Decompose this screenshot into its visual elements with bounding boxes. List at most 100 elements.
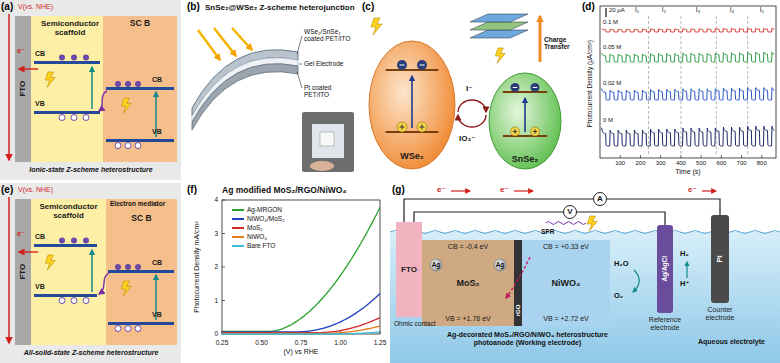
semiconductor-scaffold: Semiconductor scaffold <box>31 199 106 345</box>
node-text: FTO <box>18 264 27 280</box>
hole <box>135 326 141 332</box>
oval-shape <box>369 41 455 169</box>
leader-line <box>299 64 302 65</box>
band-label: VB <box>35 100 51 108</box>
panel-ground <box>0 183 181 363</box>
legend-text: Bare FTO <box>247 242 275 249</box>
tick-label: 600 <box>712 160 730 167</box>
charge-label: e⁻ <box>437 185 449 194</box>
tick-mark <box>701 155 702 158</box>
electron-flow <box>19 251 38 252</box>
part-label: Ag <box>429 261 443 268</box>
series-label: I₃ <box>693 6 703 13</box>
legend-text: MoS₂ <box>247 224 263 231</box>
axis-title: Photocurrent Density (μA/cm²) <box>586 24 593 144</box>
panel-ground <box>0 0 181 180</box>
band-label: VB <box>35 283 51 291</box>
panel-title: SnSe₂@WSe₂ Z-scheme heterojunction <box>205 3 360 12</box>
part-label: Electron mediator <box>110 200 176 207</box>
band-edge <box>106 139 174 142</box>
device-photo <box>310 161 334 171</box>
panel-letter: (a) <box>1 1 17 13</box>
hole <box>59 115 65 121</box>
plus-sign <box>402 125 403 130</box>
recombination-arrow <box>99 273 109 294</box>
charge-label: e⁻ <box>688 185 700 194</box>
tick-mark <box>222 200 225 201</box>
axis-title: Photocurrent Density mA/cm² <box>193 202 201 332</box>
arrow-label: Charge Transfer <box>544 36 580 51</box>
reaction-arrow <box>633 270 639 292</box>
potential-axis <box>8 14 10 160</box>
part-label: Pt coated PET/ITO <box>304 84 358 99</box>
tick-label: 100 <box>611 160 629 167</box>
band-label: VB <box>152 128 168 136</box>
legend-swatch <box>232 236 244 238</box>
semiconductor-b: SC B <box>106 199 177 345</box>
panel-caption: Ag-decorated MoS₂/RGO/NiWO₄ heterostruct… <box>440 331 615 347</box>
panel-caption: Ionic-state Z-scheme heterostructure <box>2 166 180 174</box>
redox-arrow <box>458 100 486 112</box>
node-text: SnSe₂ <box>512 154 539 164</box>
recombination-arrow <box>99 91 107 111</box>
node-text: FTO <box>401 265 417 274</box>
device-layer <box>192 64 298 130</box>
light-bolt <box>121 281 131 296</box>
series-label: I₅ <box>757 6 767 13</box>
electron <box>397 60 407 70</box>
light-ray <box>198 30 220 60</box>
excitation-arrow <box>91 67 93 109</box>
tick-label: 500 <box>692 160 710 167</box>
tick-mark <box>680 155 681 158</box>
tick-mark <box>620 155 621 158</box>
node-text: CB = +0.33 eV <box>543 243 589 251</box>
fto-layer: FTO <box>15 16 31 162</box>
electron <box>83 55 89 61</box>
fto-layer: FTO <box>15 199 31 345</box>
tick-mark <box>660 155 661 158</box>
electron <box>531 83 540 92</box>
tick-mark <box>640 155 641 158</box>
device-photo <box>312 124 344 158</box>
tick-mark <box>222 233 225 234</box>
legend-text: NiWO₄ <box>247 233 267 240</box>
tick-mark <box>721 155 722 158</box>
mos2-layer: CB = -0.4 eVMoS₂VB = +1.78 eV <box>422 240 514 326</box>
node-text: Semiconductor scaffold <box>31 19 109 37</box>
potential-axis <box>8 197 10 343</box>
electron <box>135 81 141 87</box>
photocurrent-trace <box>602 52 775 62</box>
series-label: I₁ <box>632 6 642 13</box>
series-label: 0.1 M <box>603 19 633 26</box>
photocurrent-trace <box>602 126 775 146</box>
electrode-rod: Ag/AgCl <box>657 225 673 313</box>
species-label: H₂O <box>614 260 636 269</box>
svg-definition <box>19 55 174 149</box>
circuit-wire <box>404 199 720 222</box>
band-edge <box>108 270 174 273</box>
band-label: CB <box>152 76 168 84</box>
part-label: Ohmic contact <box>394 320 436 327</box>
hole <box>397 122 407 132</box>
oval-shape <box>489 73 561 169</box>
plus-sign <box>535 129 536 134</box>
light-ray <box>214 28 236 56</box>
legend-row: NiWO₄/MoS₂ <box>232 215 285 222</box>
hole <box>115 326 121 332</box>
fto-electrode: FTO <box>396 222 422 317</box>
scale-label: 20 μA <box>609 7 635 14</box>
section-divider <box>648 16 649 156</box>
legend-swatch <box>232 218 244 220</box>
axis-title: V(vs. NHE) <box>18 186 78 194</box>
series-label: I₂ <box>659 6 669 13</box>
electron <box>71 55 77 61</box>
panel-letter: (e) <box>1 184 17 196</box>
part-label: rGO <box>515 300 522 320</box>
species-label: O₂ <box>614 292 630 301</box>
scale-bar <box>605 8 606 17</box>
electron <box>115 264 121 270</box>
band-edge <box>34 111 100 114</box>
minus-sign <box>420 65 425 66</box>
band-edge <box>34 61 100 64</box>
